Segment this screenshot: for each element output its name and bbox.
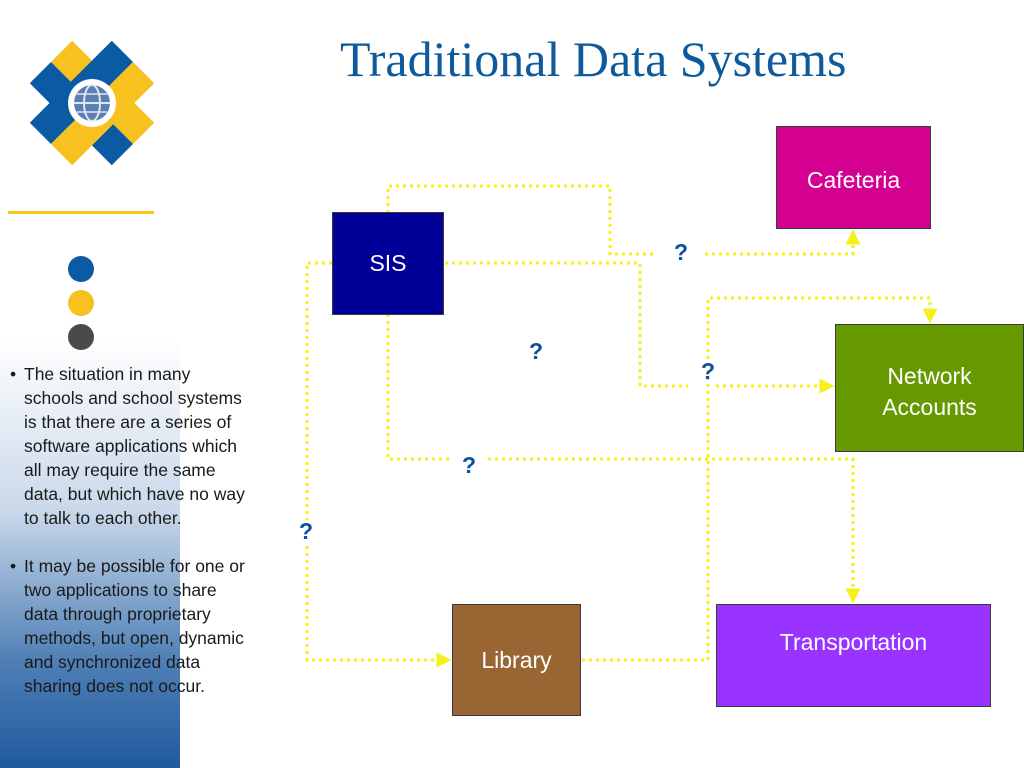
connector-to-cafeteria [705, 229, 861, 256]
connector-sis-library [305, 261, 332, 520]
connector-sis-cafeteria [386, 184, 655, 256]
bullet-mark: • [10, 556, 17, 576]
transportation-label: Transportation [779, 629, 928, 655]
bullet-text: The situation in many schools and school… [24, 364, 245, 528]
sidebar-divider [8, 211, 154, 214]
bullet-list: • The situation in many schools and scho… [10, 362, 250, 722]
question-mark: ? [529, 338, 544, 364]
network-accounts-box: Network Accounts [835, 324, 1024, 452]
sis-box: SIS [332, 212, 444, 315]
blue-dot-icon [68, 256, 94, 282]
sidebar-gradient [0, 340, 180, 768]
bullet-item: • The situation in many schools and scho… [10, 362, 250, 530]
cafeteria-box: Cafeteria [776, 126, 931, 229]
yellow-dot-icon [68, 290, 94, 316]
question-mark: ? [299, 518, 314, 544]
library-box: Library [452, 604, 581, 716]
slide-title: Traditional Data Systems [340, 31, 847, 87]
question-mark: ? [701, 358, 716, 384]
library-label: Library [481, 646, 552, 673]
question-mark: ? [674, 239, 689, 265]
connector-sis-down [386, 314, 450, 461]
bullet-text: It may be possible for one or two applic… [24, 556, 245, 696]
connector-to-transportation [488, 457, 861, 604]
connector-to-library [305, 546, 452, 668]
bullet-mark: • [10, 364, 17, 384]
question-mark: ? [462, 452, 477, 478]
cafeteria-label: Cafeteria [806, 167, 901, 193]
bullet-item: • It may be possible for one or two appl… [10, 554, 250, 698]
gray-dot-icon [68, 324, 94, 350]
logo-icon [29, 40, 155, 166]
sis-label: SIS [369, 250, 407, 276]
connector-library-network [582, 296, 938, 662]
transportation-box: Transportation [716, 604, 991, 707]
network-accounts-label: Network Accounts [882, 363, 977, 420]
connector-sis-right [445, 261, 688, 388]
